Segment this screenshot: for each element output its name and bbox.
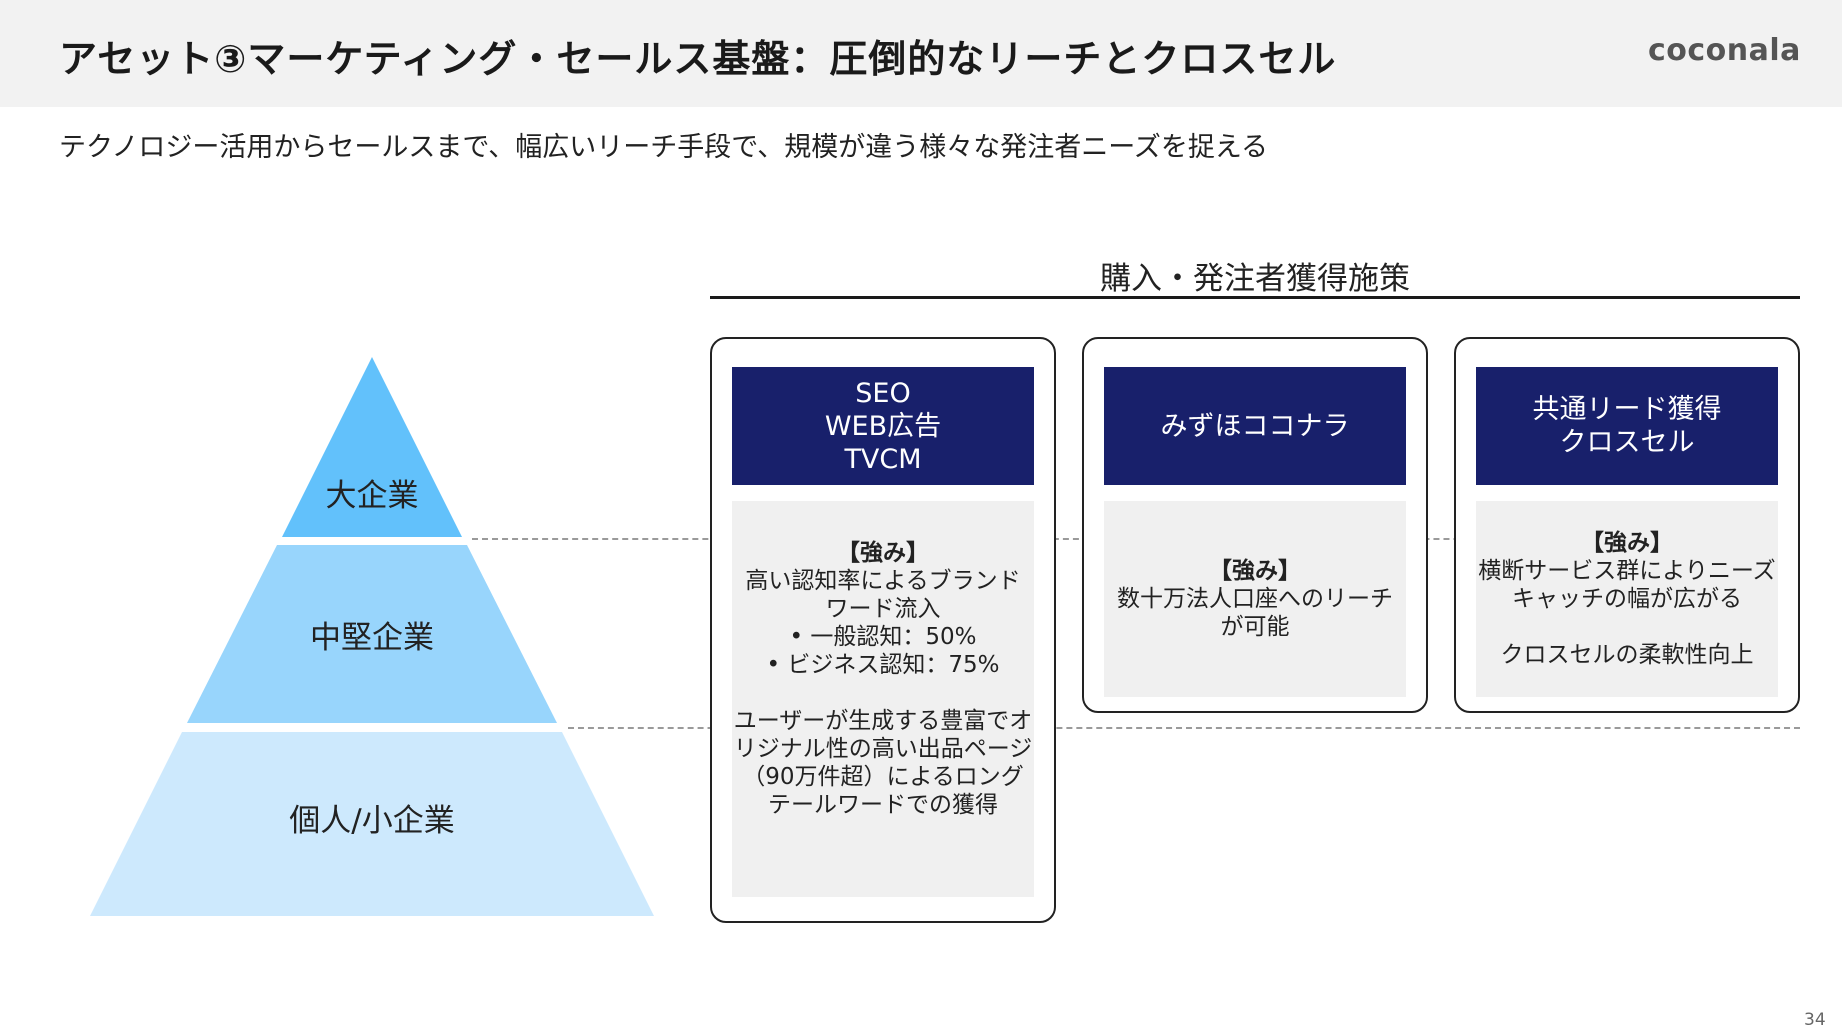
page-number: 34 <box>1804 1010 1826 1030</box>
pyramid-tier-mid <box>187 545 557 723</box>
card-body: 【強み】 数十万法人口座へのリーチが可能 <box>1104 501 1406 697</box>
page-title: アセット③マーケティング・セールス基盤：圧倒的なリーチとクロスセル <box>59 37 1337 81</box>
coconala-logo: coconala <box>1648 33 1801 68</box>
card-header-line: WEB広告 <box>824 410 942 442</box>
pyramid-tier-large <box>282 357 462 537</box>
card-body: 【強み】 高い認知率によるブランドワード流入 一般認知：50% ビジネス認知：7… <box>732 501 1034 897</box>
tier-divider-line-bottom <box>568 727 1800 729</box>
strength-label: 【強み】 <box>1209 558 1301 584</box>
strength-text: 横断サービス群によりニーズキャッチの幅が広がる <box>1478 558 1776 612</box>
strength-text-secondary: ユーザーが生成する豊富でオリジナル性の高い出品ページ（90万件超）によるロングテ… <box>733 708 1033 818</box>
strategy-card-mizuho: みずほココナラ 【強み】 数十万法人口座へのリーチが可能 <box>1082 337 1428 713</box>
card-header-line: 共通リード獲得 <box>1532 394 1722 425</box>
strength-label: 【強み】 <box>1581 530 1673 556</box>
awareness-list: 一般認知：50% ビジネス認知：75% <box>733 623 1033 679</box>
customer-pyramid <box>90 357 654 916</box>
card-header-line: TVCM <box>844 443 922 475</box>
pyramid-label-mid: 中堅企業 <box>310 620 434 656</box>
strength-text: 高い認知率によるブランドワード流入 <box>745 568 1021 622</box>
card-header-line: クロスセル <box>1559 427 1695 458</box>
section-divider <box>710 296 1800 299</box>
page-subtitle: テクノロジー活用からセールスまで、幅広いリーチ手段で、規模が違う様々な発注者ニー… <box>59 132 1269 163</box>
card-header-line: SEO <box>855 377 911 409</box>
card-header: みずほココナラ <box>1104 367 1406 485</box>
card-header: SEO WEB広告 TVCM <box>732 367 1034 485</box>
card-body: 【強み】 横断サービス群によりニーズキャッチの幅が広がる クロスセルの柔軟性向上 <box>1476 501 1778 697</box>
header-bar: アセット③マーケティング・セールス基盤：圧倒的なリーチとクロスセル cocona… <box>0 0 1842 107</box>
strategy-card-seo: SEO WEB広告 TVCM 【強み】 高い認知率によるブランドワード流入 一般… <box>710 337 1056 923</box>
section-title: 購入・発注者獲得施策 <box>1100 261 1410 297</box>
bullet-item: ビジネス認知：75% <box>733 651 1033 679</box>
strength-text: 数十万法人口座へのリーチが可能 <box>1117 586 1393 640</box>
card-header: 共通リード獲得 クロスセル <box>1476 367 1778 485</box>
strategy-card-crosssell: 共通リード獲得 クロスセル 【強み】 横断サービス群によりニーズキャッチの幅が広… <box>1454 337 1800 713</box>
strength-text-secondary: クロスセルの柔軟性向上 <box>1500 642 1754 668</box>
card-header-line: みずほココナラ <box>1160 410 1350 442</box>
pyramid-label-large: 大企業 <box>325 478 419 514</box>
pyramid-tier-small <box>90 732 654 916</box>
bullet-item: 一般認知：50% <box>733 623 1033 651</box>
pyramid-label-small: 個人/小企業 <box>289 803 455 839</box>
strength-label: 【強み】 <box>837 540 929 566</box>
